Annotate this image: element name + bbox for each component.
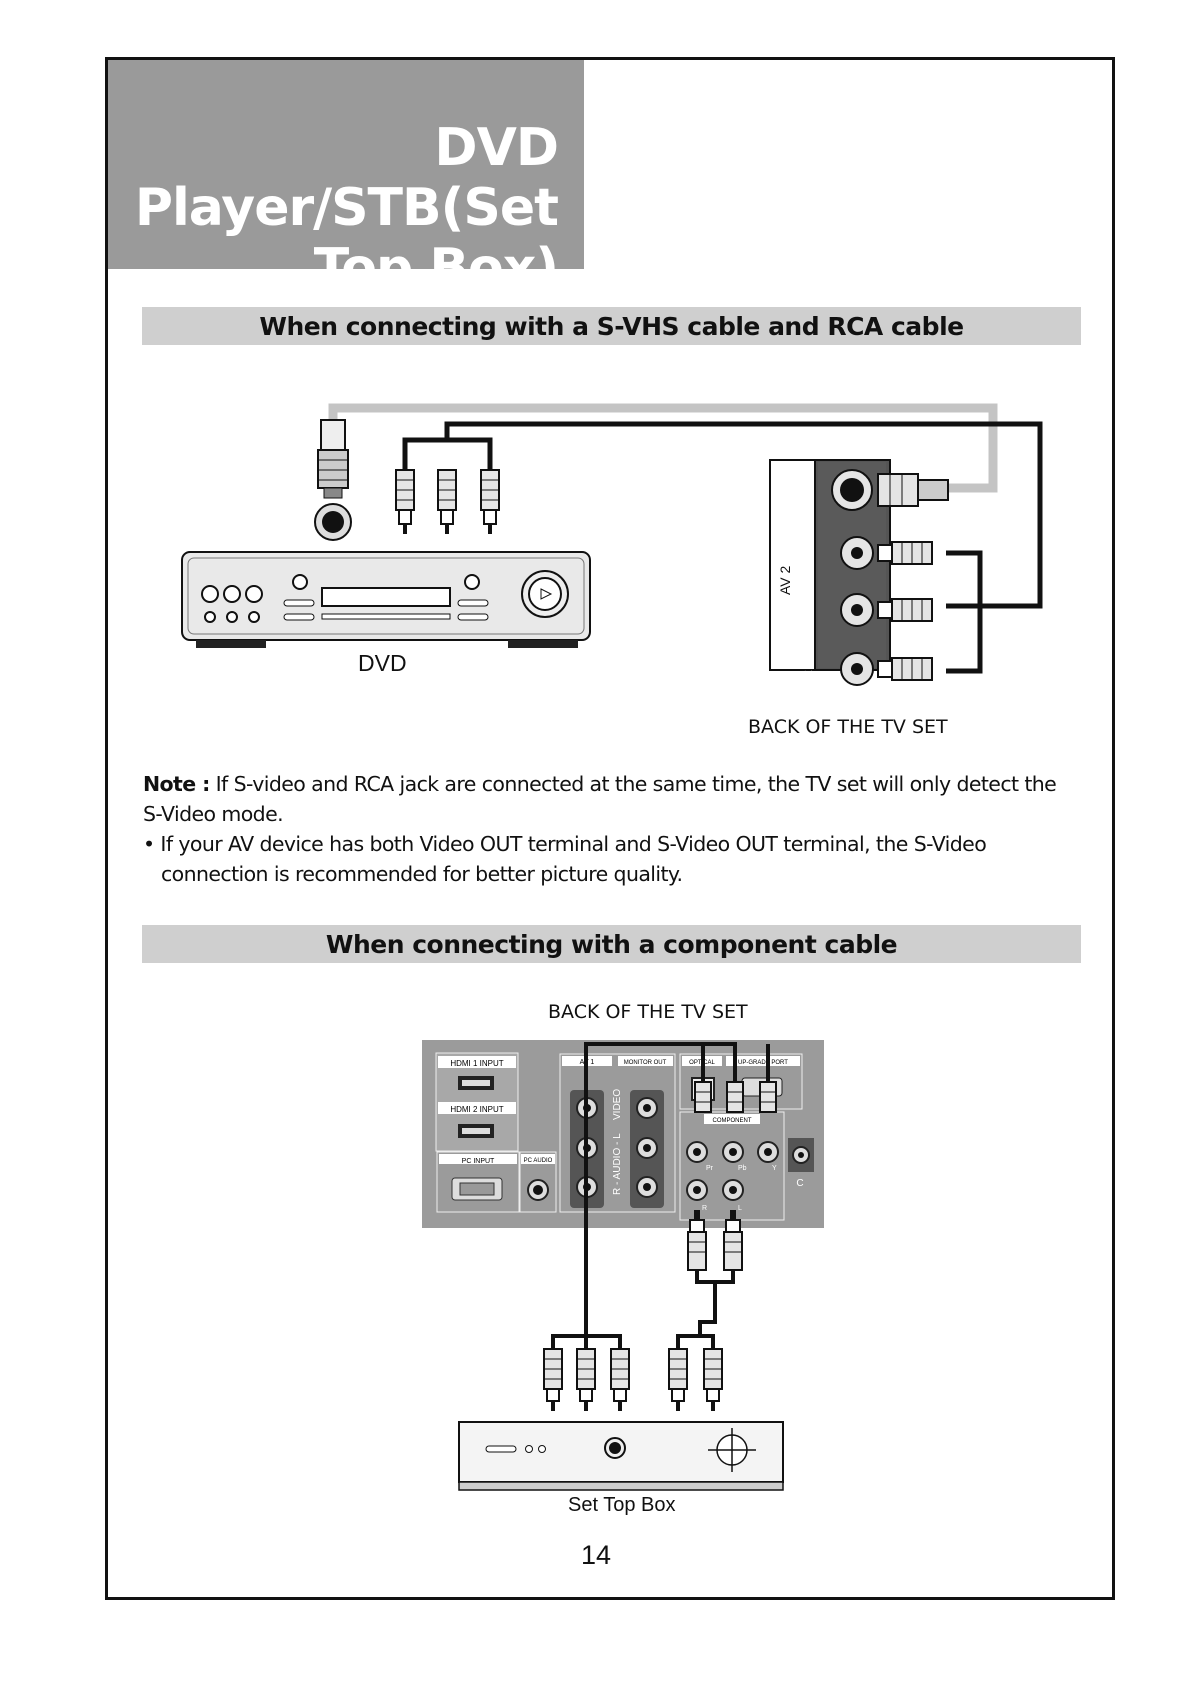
upgrade-label: UP-GRADE PORT xyxy=(738,1060,788,1066)
title-line-1: DVD Player/STB(Set xyxy=(134,118,559,238)
rca-plugs-icon xyxy=(395,469,500,534)
tv-back-label-1: BACK OF THE TV SET xyxy=(748,716,948,738)
note-prefix: Note : xyxy=(143,772,210,796)
page-frame xyxy=(105,57,1115,1600)
av1-video-label: VIDEO xyxy=(612,1089,623,1120)
hdmi1-label: HDMI 1 INPUT xyxy=(450,1059,503,1068)
pc-audio-label: PC AUDIO xyxy=(524,1158,553,1164)
tv-back-panel-av2: S-VIDEO VIDEO R - AUDIO - L AV 2 xyxy=(769,459,949,686)
note-bullet: • If your AV device has both Video OUT t… xyxy=(143,832,987,886)
panel-label-video: VIDEO xyxy=(799,531,815,575)
svideo-plug-icon xyxy=(314,419,352,541)
audio-plugs-top xyxy=(687,1210,743,1271)
r-label: R xyxy=(702,1205,707,1212)
set-top-box-icon xyxy=(458,1421,784,1491)
pr-label: Pr xyxy=(706,1165,714,1172)
panel-label-av2: AV 2 xyxy=(777,565,793,595)
pb-label: Pb xyxy=(738,1165,747,1172)
y-label: Y xyxy=(772,1165,777,1172)
section-heading-svhs: When connecting with a S-VHS cable and R… xyxy=(142,307,1081,345)
set-top-box-label: Set Top Box xyxy=(568,1494,676,1516)
note-body: If S-video and RCA jack are connected at… xyxy=(143,772,1057,826)
stb-plugs-icon xyxy=(543,1348,723,1411)
tv-back-panel-component: HDMI 1 INPUT HDMI 2 INPUT PC INPUT PC AU… xyxy=(422,1040,824,1228)
pc-input-label: PC INPUT xyxy=(462,1158,495,1165)
hdmi2-label: HDMI 2 INPUT xyxy=(450,1105,503,1114)
tv-back-label-2: BACK OF THE TV SET xyxy=(548,1001,748,1023)
monitor-out-label: MONITOR OUT xyxy=(624,1060,667,1066)
note-text: Note : If S-video and RCA jack are conne… xyxy=(143,769,1073,889)
dvd-label: DVD xyxy=(358,650,407,676)
svg-text:C: C xyxy=(796,1178,803,1189)
component-plugs-top xyxy=(694,1081,777,1113)
av1-audio-label: R - AUDIO - L xyxy=(612,1133,623,1195)
panel-label-svideo: S-VIDEO xyxy=(799,462,815,520)
page-number: 14 xyxy=(580,1540,612,1570)
component-label: COMPONENT xyxy=(713,1118,752,1124)
dvd-player-icon xyxy=(181,551,591,648)
section-heading-component: When connecting with a component cable xyxy=(142,925,1081,963)
l-label: L xyxy=(738,1205,742,1212)
panel-label-audio: R - AUDIO - L xyxy=(799,593,815,680)
